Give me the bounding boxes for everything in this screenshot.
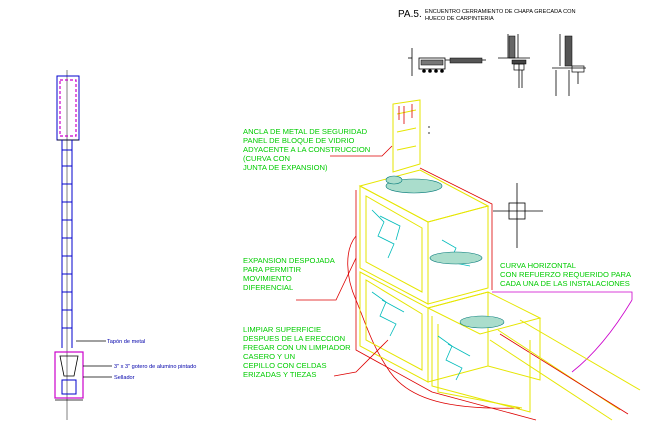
curve-line-1: CURVA HORIZONTAL: [500, 261, 576, 270]
curve-line-2: CON REFUERZO REQUERIDO PARA: [500, 270, 632, 279]
callout-cleaning: LIMPIAR SUPERFICIE DESPUES DE LA ERECCIO…: [243, 325, 351, 379]
label-tapon: Tapón de metal: [107, 339, 145, 345]
cleaning-line-3: FREGAR CON UN LIMPIADOR: [243, 343, 351, 352]
curve-line-3: CADA UNA DE LAS INSTALACIONES: [500, 279, 630, 288]
small-detail-3: [552, 34, 586, 96]
expansion-line-2: PARA PERMITIR: [243, 265, 302, 274]
curved-edge: [347, 235, 641, 421]
vertical-section: [54, 70, 112, 420]
tiny-notes: [428, 126, 430, 134]
label-gotero: 3" x 3" gotero de alumino pintado: [114, 364, 196, 370]
small-detail-1: [408, 48, 486, 76]
cleaning-line-6: ERIZADAS Y TIEZAS: [243, 370, 316, 379]
anchor-line-1: ANCLA DE METAL DE SEGURIDAD: [243, 127, 368, 136]
cleaning-line-2: DESPUES DE LA ERECCION: [243, 334, 345, 343]
label-sellador: Sellador: [114, 375, 135, 381]
expansion-line-4: DIFERENCIAL: [243, 283, 293, 292]
callout-leaders: [296, 145, 633, 377]
expansion-line-1: EXPANSION DESPOJADA: [243, 256, 336, 265]
anchor-line-5: JUNTA DE EXPANSION): [243, 163, 328, 172]
detail-code: PA.5.: [398, 9, 422, 20]
title-block: PA.5. ENCUENTRO CERRAMIENTO DE CHAPA GRE…: [398, 9, 576, 22]
anchor-line-3: ADYACENTE A LA CONSTRUCCION: [243, 145, 370, 154]
anchor-line-2: PANEL DE BLOQUE DE VIDRIO: [243, 136, 354, 145]
crosshair-marker: [493, 183, 543, 248]
expansion-line-3: MOVIMIENTO: [243, 274, 292, 283]
title-line-1: ENCUENTRO CERRAMIENTO DE CHAPA GRECADA C…: [425, 9, 576, 15]
callout-curve: CURVA HORIZONTAL CON REFUERZO REQUERIDO …: [500, 261, 632, 288]
title-line-2: HUECO DE CARPINTERIA: [425, 16, 494, 22]
callout-expansion: EXPANSION DESPOJADA PARA PERMITIR MOVIMI…: [243, 256, 336, 292]
cleaning-line-1: LIMPIAR SUPERFICIE: [243, 325, 321, 334]
block-assembly: [355, 99, 542, 421]
cleaning-line-5: CEPILLO CON CELDAS: [243, 361, 327, 370]
callout-anchor: ANCLA DE METAL DE SEGURIDAD PANEL DE BLO…: [243, 127, 370, 172]
frame-ribs: [62, 149, 72, 329]
cleaning-line-4: CASERO Y UN: [243, 352, 295, 361]
small-detail-2: [498, 34, 530, 88]
anchor-line-4: (CURVA CON: [243, 154, 290, 163]
